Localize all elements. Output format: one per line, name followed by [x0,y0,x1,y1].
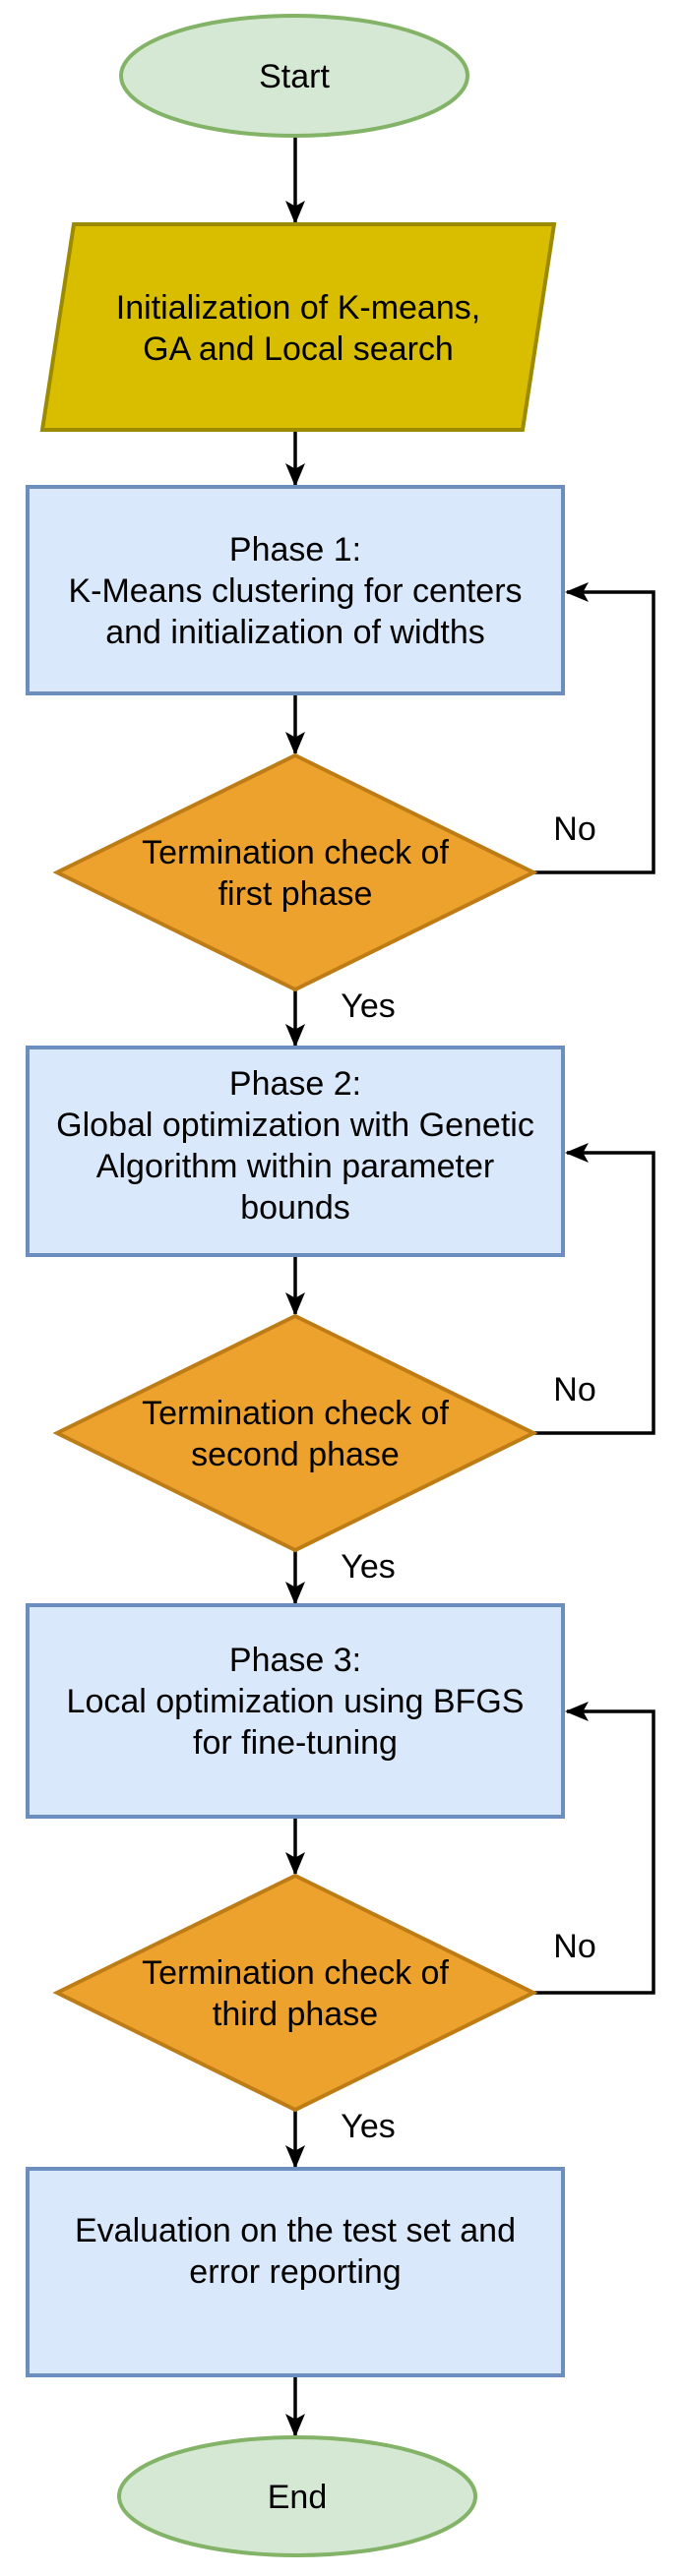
check3-label-line1: Termination check of [142,1954,449,1992]
node-evaluation: Evaluation on the test set and error rep… [26,2167,565,2377]
phase2-label-line1: Phase 2: [229,1065,361,1103]
check2-no-label: No [553,1371,595,1408]
phase2-label-line2: Global optimization with Genetic [56,1107,534,1144]
phase2-label-line4: bounds [240,1189,350,1227]
node-check1: Termination check of first phase [52,752,538,992]
phase3-label-line3: for fine-tuning [193,1724,398,1762]
phase3-label-line2: Local optimization using BFGS [67,1683,525,1720]
node-end: End [117,2435,477,2557]
check3-decision-shape [52,1873,538,2113]
node-phase3: Phase 3: Local optimization using BFGS f… [26,1603,565,1819]
init-parallelogram-shape [39,222,557,432]
evaluation-label-line1: Evaluation on the test set and [75,2212,516,2249]
check2-yes-label: Yes [341,1548,395,1586]
node-check3: Termination check of third phase [52,1873,538,2113]
node-start: Start [119,14,469,138]
node-init: Initialization of K-means, GA and Local … [39,222,557,432]
loop-check2-no-to-phase2 [533,1143,655,1435]
phase1-label-line1: Phase 1: [229,531,361,569]
phase2-label-line3: Algorithm within parameter [96,1148,494,1185]
loop-check3-no-to-phase3 [533,1702,655,1995]
check1-no-label: No [553,810,595,848]
check1-label-line1: Termination check of [142,834,449,871]
node-check2: Termination check of second phase [52,1313,538,1553]
phase1-label-line3: and initialization of widths [105,614,485,651]
init-label-line2: GA and Local search [143,330,454,368]
check1-yes-label: Yes [341,988,395,1025]
check2-label-line2: second phase [191,1436,400,1473]
check2-decision-shape [52,1313,538,1553]
end-terminator-shape [117,2435,477,2557]
init-label-line1: Initialization of K-means, [116,289,480,327]
node-phase2: Phase 2: Global optimization with Geneti… [26,1046,565,1257]
phase2-process-shape [26,1046,565,1257]
start-terminator-shape [119,14,469,138]
end-label: End [268,2479,328,2516]
phase1-process-shape [26,485,565,695]
check3-no-label: No [553,1928,595,1965]
evaluation-label-line2: error reporting [189,2253,401,2291]
check1-decision-shape [52,752,538,992]
node-phase1: Phase 1: K-Means clustering for centers … [26,485,565,695]
check2-label-line1: Termination check of [142,1395,449,1432]
check3-yes-label: Yes [341,2108,395,2145]
phase3-process-shape [26,1603,565,1819]
phase1-label-line2: K-Means clustering for centers [68,572,522,610]
phase3-label-line1: Phase 3: [229,1642,361,1679]
check1-label-line2: first phase [218,875,373,913]
start-label: Start [259,58,330,95]
check3-label-line2: third phase [213,1996,378,2033]
evaluation-process-shape [26,2167,565,2377]
loop-check1-no-to-phase1 [533,582,655,874]
